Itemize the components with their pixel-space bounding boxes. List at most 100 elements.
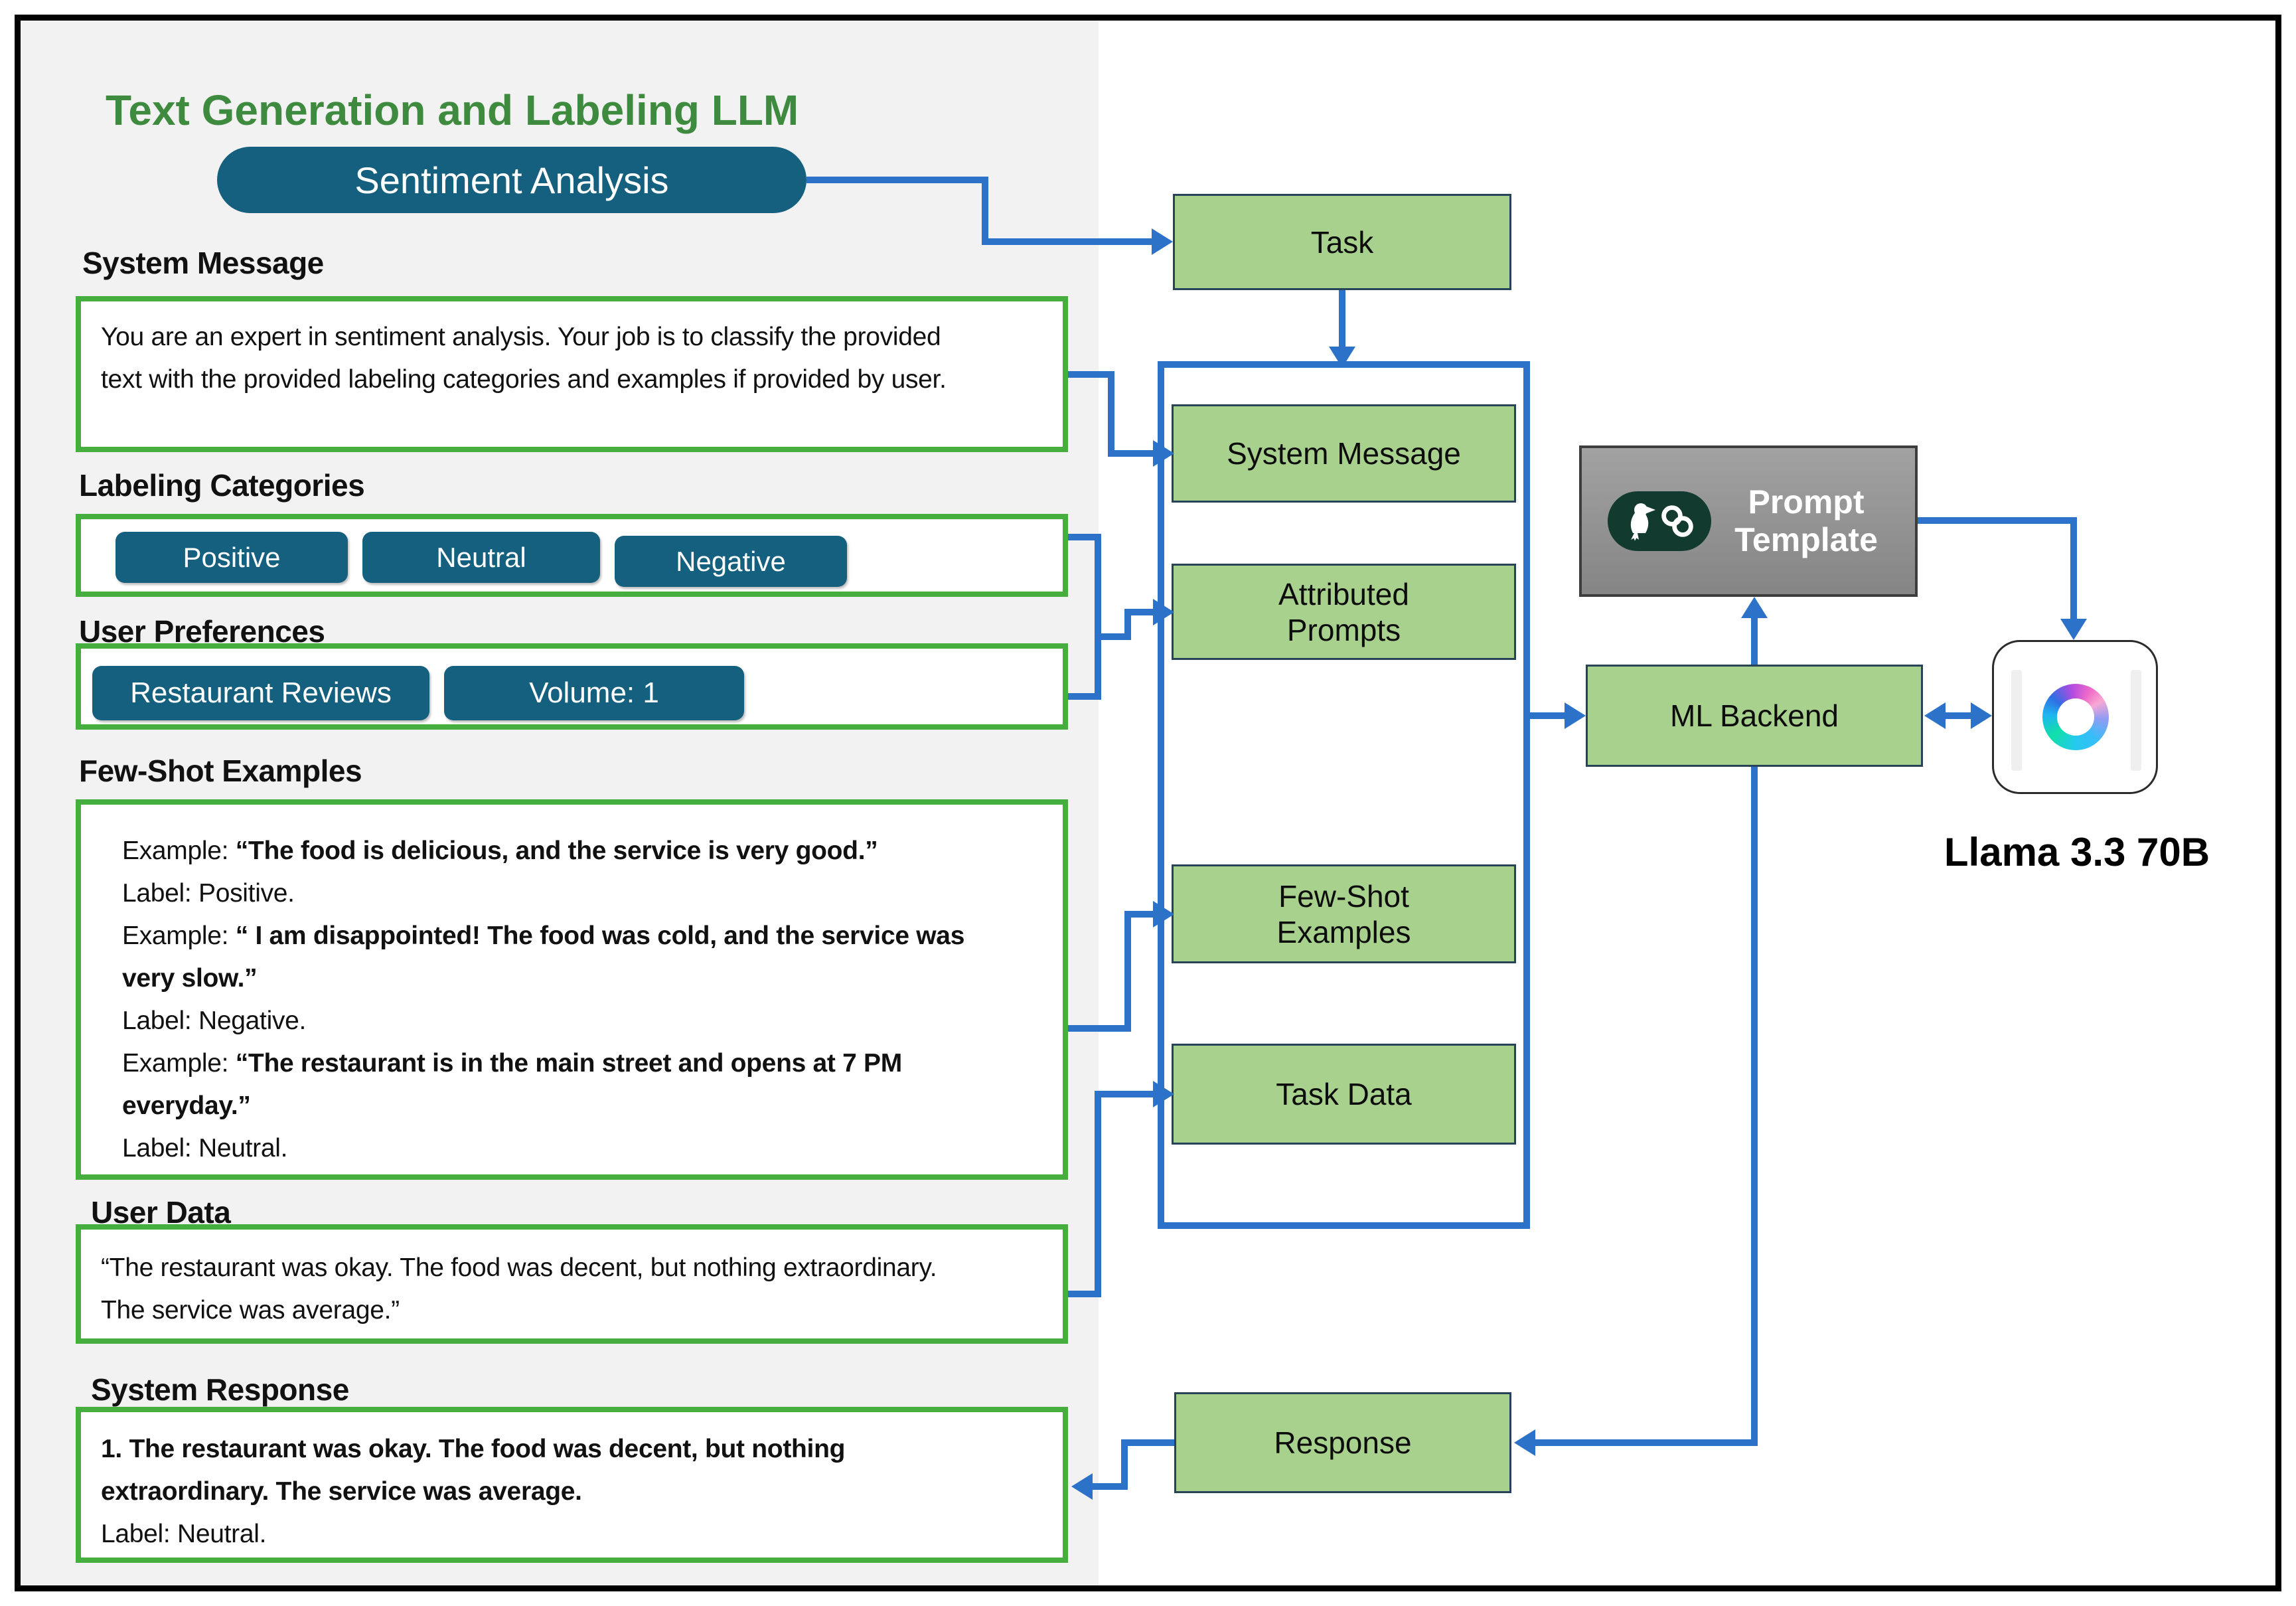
example-prefix: Example: — [122, 922, 236, 950]
connector-segment — [1121, 1439, 1174, 1446]
ml-backend-box: ML Backend — [1586, 665, 1923, 767]
flow-task-box: Task — [1173, 194, 1511, 290]
example-quote: “The restaurant is in the main street an… — [122, 1049, 902, 1120]
connector-segment — [1068, 693, 1101, 700]
connector-segment — [1944, 712, 1973, 719]
connector-segment — [2070, 517, 2077, 620]
system-message-text: You are an expert in sentiment analysis.… — [101, 323, 947, 394]
task-pill: Sentiment Analysis — [217, 147, 806, 213]
user-data-text: “The restaurant was okay. The food was d… — [101, 1253, 937, 1325]
example-label: Label: Negative. — [122, 1006, 307, 1035]
flow-system-message-box: System Message — [1172, 404, 1516, 503]
few-shot-box: Example: “The food is delicious, and the… — [76, 799, 1068, 1180]
user-data-label: User Data — [91, 1195, 231, 1230]
flow-task-data-box: Task Data — [1172, 1044, 1516, 1145]
few-shot-line: Example: “The restaurant is in the main … — [122, 1042, 998, 1127]
example-prefix: Example: — [122, 837, 236, 865]
system-response-label: System Response — [91, 1372, 349, 1407]
connector-segment — [1108, 450, 1154, 457]
arrowhead — [1924, 702, 1946, 729]
prompt-template-box: Prompt Template — [1579, 445, 1918, 597]
connector-segment — [1535, 1439, 1758, 1446]
flow-response-box: Response — [1174, 1392, 1511, 1493]
flow-attributed-prompts-label: Attributed Prompts — [1278, 576, 1409, 647]
category-pill-positive: Positive — [115, 532, 348, 583]
connector-segment — [1124, 609, 1154, 615]
diagram-frame: Text Generation and Labeling LLM Sentime… — [15, 15, 2281, 1591]
example-quote: “ I am disappointed! The food was cold, … — [122, 922, 965, 993]
langchain-icon — [1608, 491, 1711, 551]
connector-segment — [1068, 534, 1101, 540]
system-message-box: You are an expert in sentiment analysis.… — [76, 296, 1068, 452]
example-quote: “The food is delicious, and the service … — [235, 837, 878, 865]
arrowhead — [1741, 597, 1768, 618]
connector-segment — [1095, 1091, 1101, 1297]
flow-response-label: Response — [1274, 1425, 1412, 1460]
user-data-box: “The restaurant was okay. The food was d… — [76, 1224, 1068, 1344]
arrowhead — [2060, 619, 2087, 640]
labeling-categories-box: Positive Neutral Negative — [76, 514, 1068, 597]
connector-segment — [1095, 534, 1101, 700]
connector-segment — [982, 238, 1152, 245]
connector-segment — [1918, 517, 2077, 524]
connector-segment — [1530, 712, 1566, 719]
connector-segment — [1095, 633, 1131, 640]
example-label: Label: Positive. — [122, 879, 295, 908]
flow-task-label: Task — [1310, 224, 1374, 260]
few-shot-line: Example: “The food is delicious, and the… — [122, 830, 998, 872]
connector-segment — [806, 177, 988, 183]
arrowhead — [1329, 347, 1355, 368]
connector-segment — [1108, 371, 1114, 457]
flow-system-message-label: System Message — [1227, 436, 1461, 471]
few-shot-text: Example: “The food is delicious, and the… — [122, 830, 998, 1170]
llama-logo-tile — [1992, 640, 2158, 794]
page-title: Text Generation and Labeling LLM — [106, 86, 799, 134]
flow-few-shot-label: Few-Shot Examples — [1276, 878, 1411, 949]
few-shot-line: Example: “ I am disappointed! The food w… — [122, 915, 998, 1000]
system-response-tail: Label: Neutral. — [101, 1520, 267, 1548]
arrowhead — [1971, 702, 1992, 729]
connector-segment — [1095, 1091, 1154, 1097]
connector-segment — [982, 177, 988, 242]
arrowhead — [1153, 599, 1174, 625]
user-preferences-box: Restaurant Reviews Volume: 1 — [76, 643, 1068, 730]
model-caption: Llama 3.3 70B — [1944, 830, 2210, 874]
example-label: Label: Neutral. — [122, 1134, 288, 1163]
bracket-right-decor — [2131, 670, 2141, 771]
few-shot-line: Label: Neutral. — [122, 1127, 998, 1170]
arrowhead — [1153, 440, 1174, 467]
user-preferences-label: User Preferences — [79, 614, 325, 649]
connector-segment — [1124, 609, 1131, 640]
flow-few-shot-box: Few-Shot Examples — [1172, 864, 1516, 963]
example-prefix: Example: — [122, 1049, 236, 1078]
labeling-categories-label: Labeling Categories — [79, 468, 365, 503]
system-response-text: 1. The restaurant was okay. The food was… — [101, 1428, 977, 1556]
preference-pill-topic: Restaurant Reviews — [92, 666, 429, 720]
arrowhead — [1565, 702, 1586, 729]
connector-segment — [1093, 1483, 1128, 1490]
connector-segment — [1068, 371, 1114, 378]
connector-segment — [1121, 1439, 1128, 1490]
connector-segment — [1068, 1291, 1101, 1297]
system-response-box: 1. The restaurant was okay. The food was… — [76, 1407, 1068, 1563]
arrowhead — [1153, 901, 1174, 927]
few-shot-label: Few-Shot Examples — [79, 754, 362, 788]
bracket-left-decor — [2011, 670, 2022, 771]
preference-pill-volume: Volume: 1 — [444, 666, 744, 720]
system-response-bold: 1. The restaurant was okay. The food was… — [101, 1435, 846, 1506]
category-pill-negative: Negative — [615, 536, 847, 587]
connector-segment — [1068, 1025, 1131, 1032]
connector-segment — [1124, 911, 1154, 918]
task-pill-label: Sentiment Analysis — [354, 159, 669, 201]
ml-backend-label: ML Backend — [1670, 698, 1839, 733]
connector-segment — [1751, 767, 1758, 1443]
connector-segment — [1124, 911, 1131, 1032]
llama-ring-icon — [2042, 684, 2109, 750]
arrowhead — [1071, 1473, 1093, 1500]
arrowhead — [1153, 1081, 1174, 1107]
few-shot-line: Label: Negative. — [122, 1000, 998, 1042]
prompt-template-label: Prompt Template — [1734, 483, 1878, 559]
system-message-label: System Message — [82, 246, 324, 280]
connector-segment — [1339, 290, 1345, 349]
few-shot-line: Label: Positive. — [122, 872, 998, 915]
